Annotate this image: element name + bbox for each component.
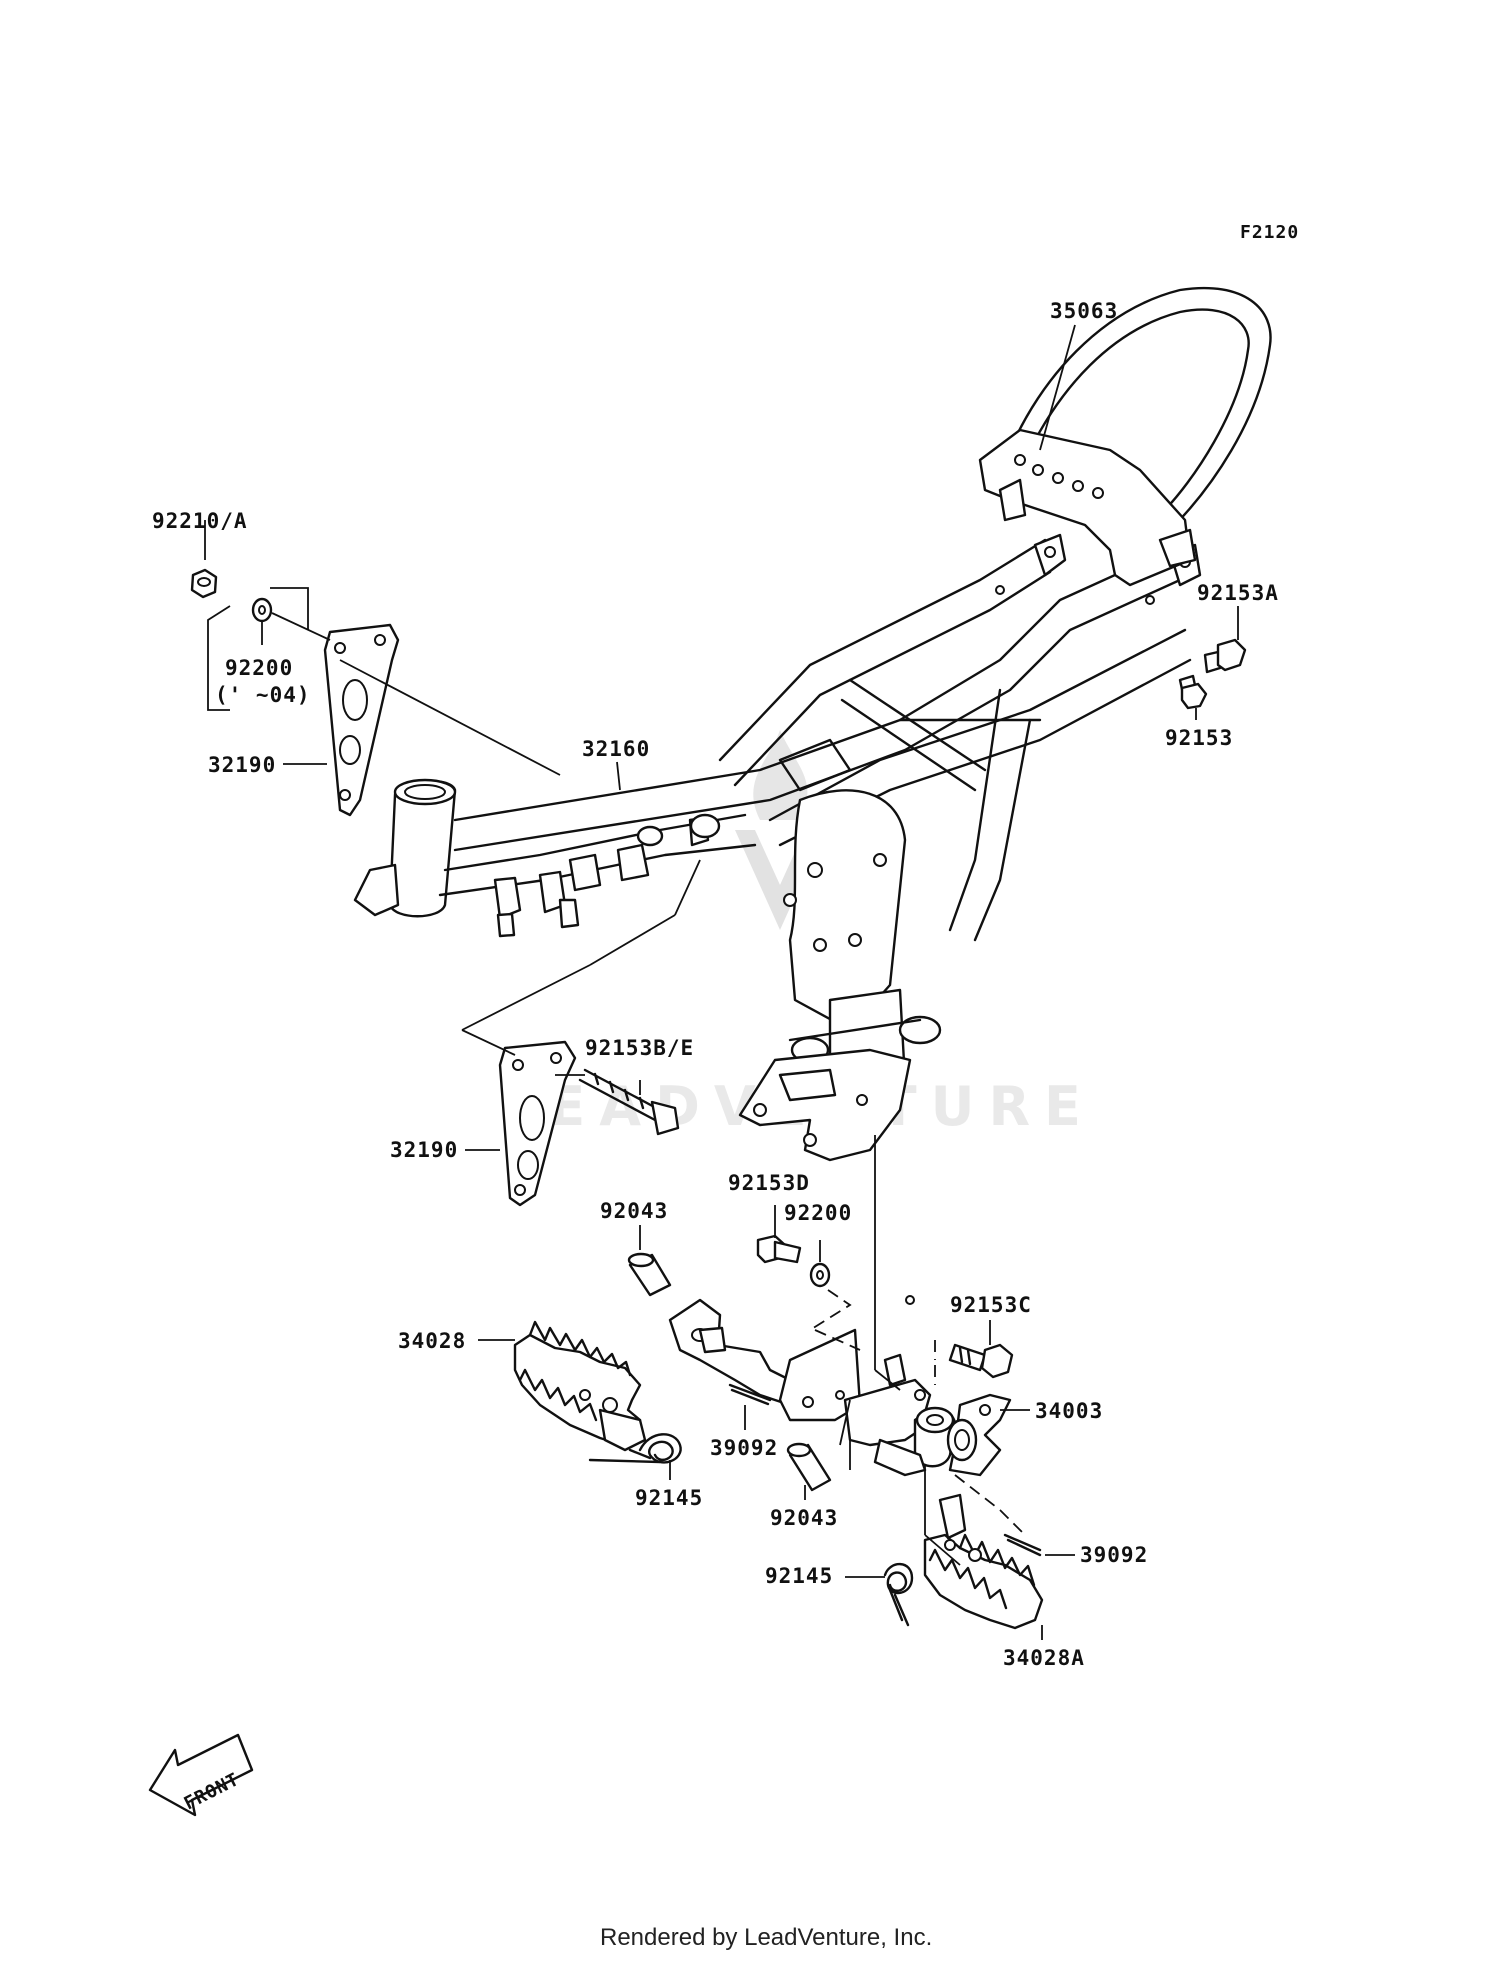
washer-92200-upper: [251, 597, 273, 623]
label-92043-lower: 92043: [770, 1506, 838, 1530]
spring-92145-lower: [883, 1562, 914, 1627]
washer-92200-lower: [809, 1262, 831, 1288]
label-35063: 35063: [1050, 299, 1118, 323]
footrest-34028A: [923, 1493, 1044, 1630]
label-92153A: 92153A: [1197, 581, 1279, 605]
engine-bracket-32190-upper: [323, 623, 400, 817]
footrest-34028: [513, 1320, 647, 1452]
label-92153BE: 92153B/E: [585, 1036, 694, 1060]
spring-92145-upper: [588, 1433, 682, 1464]
label-92153C: 92153C: [950, 1293, 1032, 1317]
front-arrow: FRONT: [148, 1733, 254, 1817]
label-92145-upper: 92145: [635, 1486, 703, 1510]
label-39092-upper: 39092: [710, 1436, 778, 1460]
label-32190-upper: 32190: [208, 753, 276, 777]
bolt-92153D: [756, 1234, 802, 1264]
label-34028: 34028: [398, 1329, 466, 1353]
label-92200-lower: 92200: [784, 1201, 852, 1225]
label-92145-lower: 92145: [765, 1564, 833, 1588]
footrest-bracket-left: [668, 1298, 862, 1422]
label-92200-upper: 92200: [225, 656, 293, 680]
label-39092-lower: 39092: [1080, 1543, 1148, 1567]
figure-code: F2120: [1240, 222, 1299, 243]
label-92153D: 92153D: [728, 1171, 810, 1195]
pin-92043-lower: [786, 1442, 832, 1492]
label-32160: 32160: [582, 737, 650, 761]
label-34003: 34003: [1035, 1399, 1103, 1423]
bolt-92153: [1178, 674, 1208, 710]
label-92210A: 92210/A: [152, 509, 248, 533]
cotter-pin-39092-upper: [728, 1383, 772, 1406]
footrest-bracket-34003: [843, 1295, 1012, 1477]
label-92043-upper: 92043: [600, 1199, 668, 1223]
bolt-92153BE: [578, 1068, 680, 1136]
footer-credit: Rendered by LeadVenture, Inc.: [600, 1924, 932, 1951]
bolt-92153C: [948, 1343, 1014, 1379]
nut-92210A: [190, 568, 218, 599]
label-32190-lower: 32190: [390, 1138, 458, 1162]
bolt-92153A: [1203, 638, 1247, 674]
label-92153: 92153: [1165, 726, 1233, 750]
engine-bracket-32190-lower: [498, 1040, 577, 1207]
rear-loop-35063: [978, 286, 1272, 587]
main-frame-32160: [353, 533, 1202, 1162]
cotter-pin-39092-lower: [1003, 1533, 1042, 1557]
label-34028A: 34028A: [1003, 1646, 1085, 1670]
pin-92043-upper: [627, 1252, 672, 1297]
label-92200-upper-note: (' ~04): [215, 683, 311, 707]
